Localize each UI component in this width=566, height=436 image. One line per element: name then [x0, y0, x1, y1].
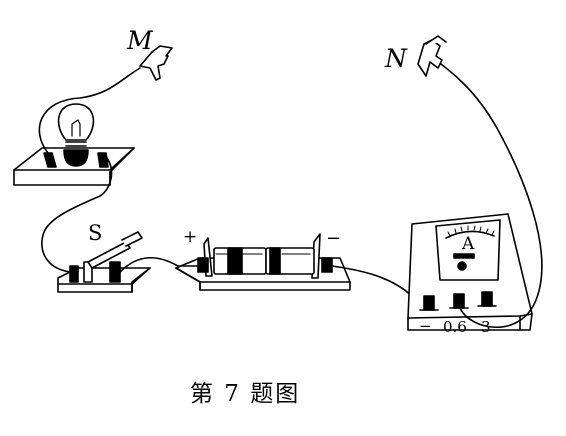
figure-caption: 第 7 题图	[190, 381, 301, 407]
bulb-terminal-left	[43, 152, 57, 168]
bulb-wire-right	[41, 153, 113, 273]
switch-wire	[119, 257, 179, 273]
clip-n-label: N	[385, 44, 407, 73]
switch-blade	[87, 241, 131, 269]
battery-holder	[175, 233, 427, 313]
bulb-terminal-right	[97, 152, 109, 168]
battery-negative-label: −	[326, 228, 342, 249]
ammeter-wire-to-clip-n	[429, 55, 543, 328]
ammeter-symbol-label: A	[462, 234, 475, 254]
clip-m-label: M	[127, 26, 153, 55]
ammeter-terminal-negative	[423, 295, 435, 311]
ammeter-terminal-negative-label: −	[419, 317, 432, 335]
switch-s	[57, 231, 179, 293]
ammeter-terminal-3-label: 3	[481, 318, 491, 336]
clip-n	[417, 35, 447, 77]
bulb-assembly	[13, 67, 141, 273]
clip-m	[139, 45, 173, 81]
ammeter	[407, 55, 543, 331]
ammeter-terminal-06-label: 0.6	[443, 318, 467, 336]
battery-positive-label: +	[183, 227, 198, 247]
ammeter-terminal-3	[481, 291, 493, 307]
bulb-wire-left	[38, 67, 141, 154]
switch-label: S	[88, 221, 103, 245]
bulb-socket	[63, 149, 89, 167]
ammeter-terminal-06	[453, 293, 465, 309]
ammeter-pointer-pivot	[457, 261, 467, 271]
